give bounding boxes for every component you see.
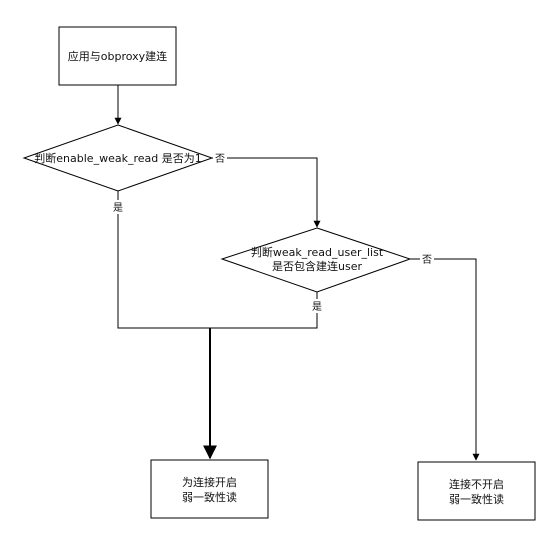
check-userlist-label-line2: 是否包含建连user [272, 259, 362, 273]
edge-check-enable-no [212, 157, 321, 228]
edge-labels: 否 是 否 是 [111, 151, 434, 313]
node-start: 应用与obproxy建连 [58, 26, 177, 86]
check-enable-label: 判断enable_weak_read 是否为1 [34, 151, 201, 165]
enable-weak-label-line1: 为连接开启 [182, 476, 237, 489]
edge-check-userlist-yes [210, 292, 318, 329]
node-disable-weak: 连接不开启 弱一致性读 [417, 461, 536, 521]
check-userlist-label-line1: 判断weak_read_user_list [251, 245, 384, 259]
node-check-enable: 判断enable_weak_read 是否为1 [22, 124, 214, 192]
check-enable-diamond [22, 124, 214, 192]
edge-label-enable-no: 否 [215, 153, 225, 165]
edge-check-userlist-no [410, 258, 480, 461]
edge-label-userlist-no: 否 [422, 254, 432, 266]
enable-weak-label-line2: 弱一致性读 [182, 490, 237, 504]
edge-label-enable-yes: 是 [113, 202, 123, 214]
start-box [58, 26, 177, 86]
enable-weak-box [150, 459, 269, 519]
edge-label-userlist-yes: 是 [312, 301, 322, 313]
node-enable-weak: 为连接开启 弱一致性读 [150, 459, 269, 519]
check-userlist-diamond [220, 227, 412, 293]
disable-weak-box [417, 461, 536, 521]
disable-weak-label-line1: 连接不开启 [449, 478, 504, 491]
start-label: 应用与obproxy建连 [68, 49, 167, 63]
node-check-user-list: 判断weak_read_user_list 是否包含建连user [220, 227, 412, 293]
edge-check-enable-yes [117, 191, 210, 329]
disable-weak-label-line2: 弱一致性读 [449, 492, 504, 506]
